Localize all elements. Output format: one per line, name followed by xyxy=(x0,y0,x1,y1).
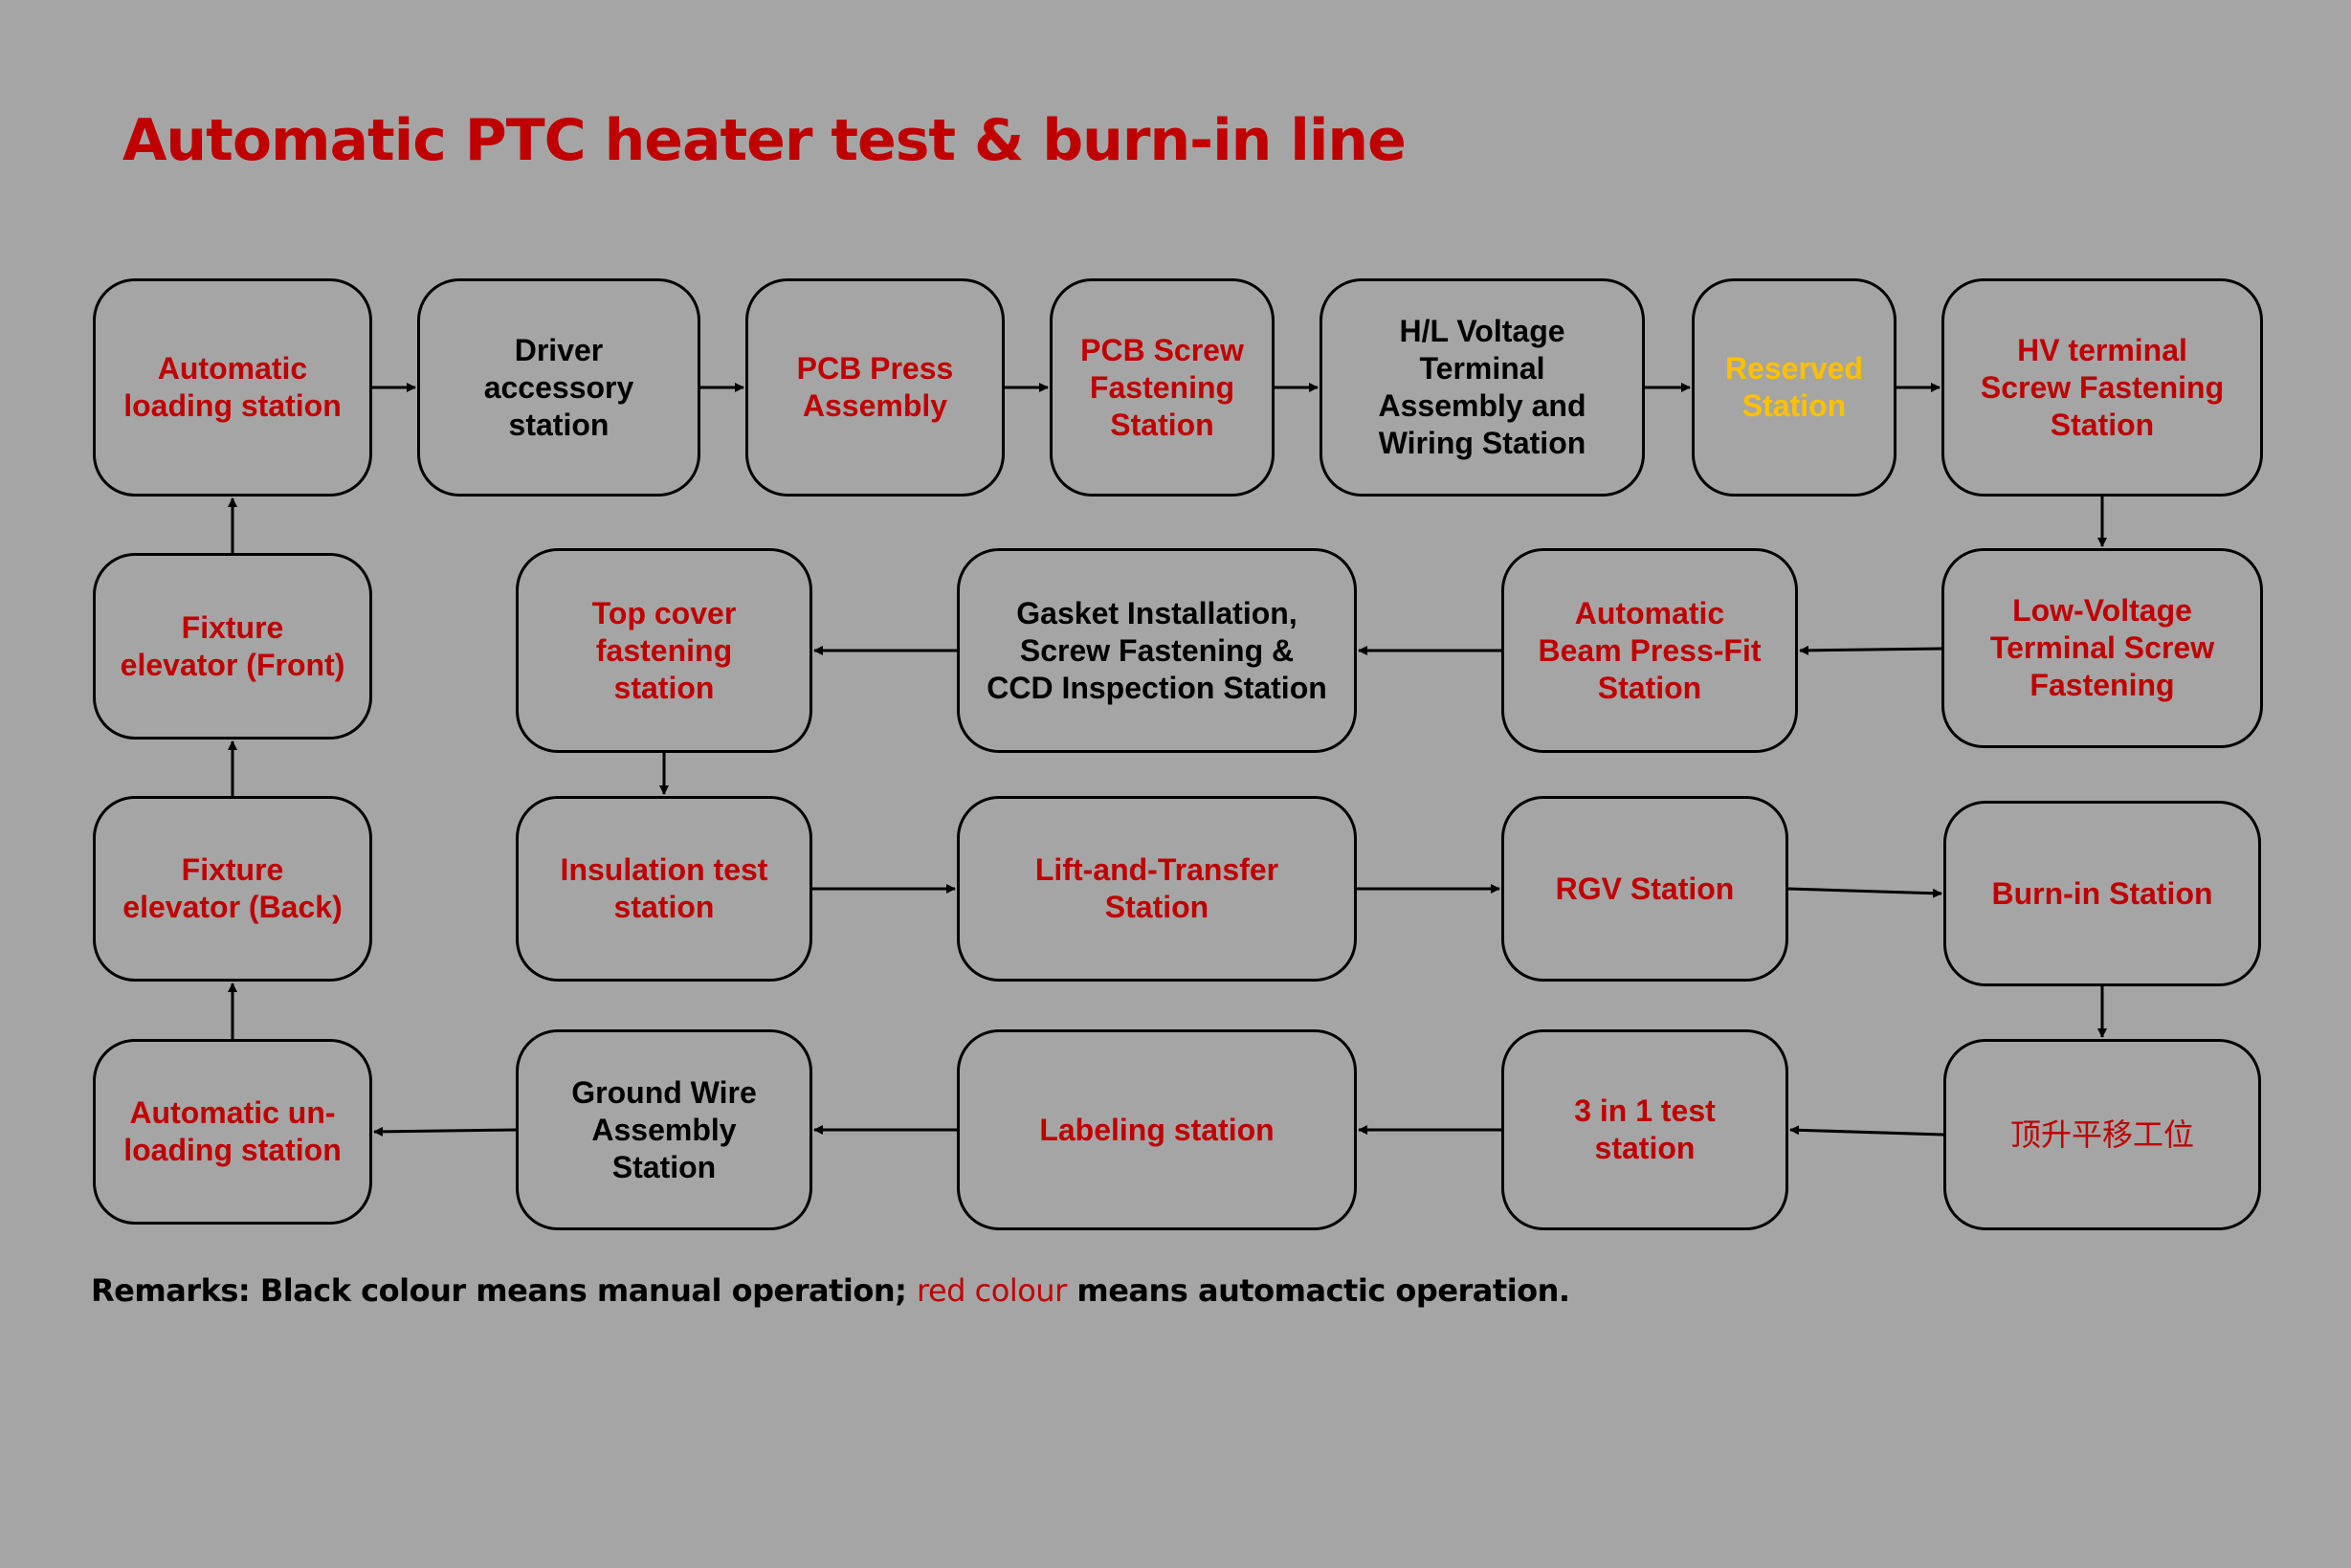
station-label: Fixture elevator (Back) xyxy=(122,852,343,924)
remarks-auto-text: means automactic operation. xyxy=(1066,1272,1570,1309)
station-label: Driver accessory station xyxy=(483,332,634,442)
arrow-low-voltage-to-beam-press xyxy=(1799,645,1942,655)
station-hv-terminal: HV terminal Screw Fastening Station xyxy=(1941,278,2263,497)
arrow-ground-wire-to-auto-unloading xyxy=(373,1126,517,1137)
station-label: Ground Wire Assembly Station xyxy=(571,1074,757,1184)
station-label: Lift-and-Transfer Station xyxy=(1034,852,1279,924)
station-burn-in: Burn-in Station xyxy=(1943,801,2261,986)
station-lift-transfer: Lift-and-Transfer Station xyxy=(957,796,1357,982)
remarks-red-text: red colour xyxy=(917,1272,1067,1309)
station-driver-accessory: Driver accessory station xyxy=(417,278,700,497)
station-label: 3 in 1 test station xyxy=(1574,1093,1716,1165)
station-low-voltage: Low-Voltage Terminal Screw Fastening xyxy=(1941,548,2263,748)
station-pcb-press: PCB Press Assembly xyxy=(745,278,1005,497)
station-label: PCB Screw Fastening Station xyxy=(1080,332,1244,442)
station-label: PCB Press Assembly xyxy=(796,351,954,423)
station-label: Automatic Beam Press-Fit Station xyxy=(1538,595,1762,705)
station-label: Labeling station xyxy=(1039,1112,1275,1147)
remarks-manual-text: Remarks: Black colour means manual opera… xyxy=(91,1272,918,1309)
station-fixture-front: Fixture elevator (Front) xyxy=(93,553,372,740)
station-label: Fixture elevator (Front) xyxy=(120,609,345,682)
arrow-lift-shift-to-three-in-one xyxy=(1789,1125,1944,1137)
station-label: HV terminal Screw Fastening Station xyxy=(1980,332,2225,442)
remarks-legend: Remarks: Black colour means manual opera… xyxy=(91,1272,1570,1309)
station-reserved: Reserved Station xyxy=(1692,278,1896,497)
station-insulation: Insulation test station xyxy=(516,796,812,982)
station-label: 顶升平移工位 xyxy=(2009,1115,2194,1153)
station-label: Reserved Station xyxy=(1724,351,1864,423)
diagram-title: Automatic PTC heater test & burn-in line xyxy=(122,107,1407,174)
station-label: Low-Voltage Terminal Screw Fastening xyxy=(1989,593,2215,702)
station-rgv: RGV Station xyxy=(1501,796,1788,982)
station-hl-voltage: H/L Voltage Terminal Assembly and Wiring… xyxy=(1320,278,1645,497)
station-three-in-one: 3 in 1 test station xyxy=(1501,1029,1788,1230)
station-label: Insulation test station xyxy=(560,852,768,924)
station-top-cover: Top cover fastening station xyxy=(516,548,812,753)
station-lift-shift-cn: 顶升平移工位 xyxy=(1943,1039,2261,1230)
station-gasket: Gasket Installation, Screw Fastening & C… xyxy=(957,548,1357,753)
station-auto-loading: Automatic loading station xyxy=(93,278,372,497)
station-label: Gasket Installation, Screw Fastening & C… xyxy=(987,595,1327,705)
station-beam-press: Automatic Beam Press-Fit Station xyxy=(1501,548,1798,753)
station-pcb-screw: PCB Screw Fastening Station xyxy=(1050,278,1275,497)
station-label: RGV Station xyxy=(1555,871,1735,906)
station-label: Top cover fastening station xyxy=(591,595,737,705)
station-label: Automatic un- loading station xyxy=(123,1095,342,1167)
station-ground-wire: Ground Wire Assembly Station xyxy=(516,1029,812,1230)
station-label: Burn-in Station xyxy=(1991,875,2213,911)
station-label: H/L Voltage Terminal Assembly and Wiring… xyxy=(1378,314,1586,460)
station-label: Automatic loading station xyxy=(123,351,342,423)
arrow-rgv-to-burn-in xyxy=(1787,887,1942,898)
station-fixture-back: Fixture elevator (Back) xyxy=(93,796,372,982)
station-labeling: Labeling station xyxy=(957,1029,1357,1230)
station-auto-unloading: Automatic un- loading station xyxy=(93,1039,372,1225)
